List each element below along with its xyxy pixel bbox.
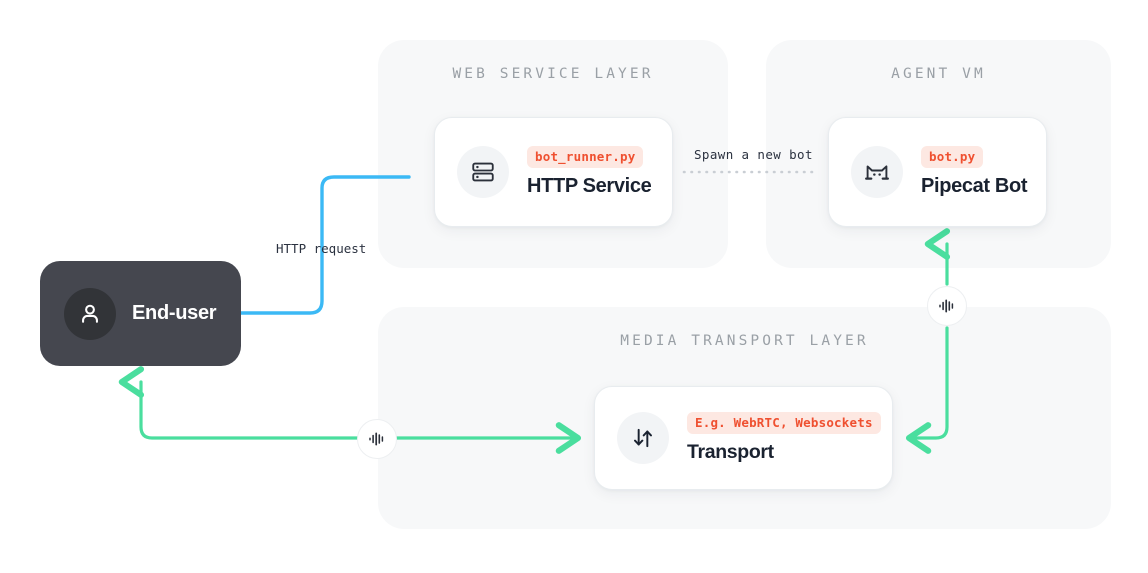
- person-icon: [64, 287, 116, 340]
- card-pipecat-bot[interactable]: bot.py Pipecat Bot: [828, 117, 1047, 227]
- card-transport-text: E.g. WebRTC, Websockets Transport: [687, 412, 881, 464]
- wire-http-request: [239, 175, 411, 315]
- cat-face-icon: [851, 146, 903, 198]
- card-transport-badge: E.g. WebRTC, Websockets: [687, 412, 881, 434]
- card-transport[interactable]: E.g. WebRTC, Websockets Transport: [594, 386, 893, 490]
- layer-title-agent-vm: AGENT VM: [891, 66, 986, 82]
- layer-title-media-transport: MEDIA TRANSPORT LAYER: [620, 333, 869, 349]
- layer-title-web-service: WEB SERVICE LAYER: [452, 66, 654, 82]
- audio-waveform-icon: [927, 286, 967, 326]
- node-end-user-label: End-user: [132, 302, 217, 324]
- card-http-service-badge: bot_runner.py: [527, 146, 644, 168]
- wire-media-to-user: [118, 366, 362, 440]
- card-pipecat-bot-text: bot.py Pipecat Bot: [921, 146, 1028, 198]
- card-http-service-title: HTTP Service: [527, 175, 652, 197]
- card-http-service-text: bot_runner.py HTTP Service: [527, 146, 652, 198]
- audio-waveform-icon: [357, 419, 397, 459]
- down-up-arrows-icon: [617, 412, 669, 464]
- node-end-user[interactable]: End-user: [40, 261, 241, 366]
- server-rack-icon: [457, 146, 509, 198]
- wire-bot-to-transport: [905, 326, 949, 454]
- card-pipecat-bot-title: Pipecat Bot: [921, 175, 1028, 197]
- card-http-service[interactable]: bot_runner.py HTTP Service: [434, 117, 673, 227]
- card-pipecat-bot-badge: bot.py: [921, 146, 984, 168]
- edge-label-spawn-bot: Spawn a new bot: [694, 147, 813, 162]
- edge-label-http-request: HTTP request: [276, 241, 367, 256]
- card-transport-title: Transport: [687, 441, 774, 463]
